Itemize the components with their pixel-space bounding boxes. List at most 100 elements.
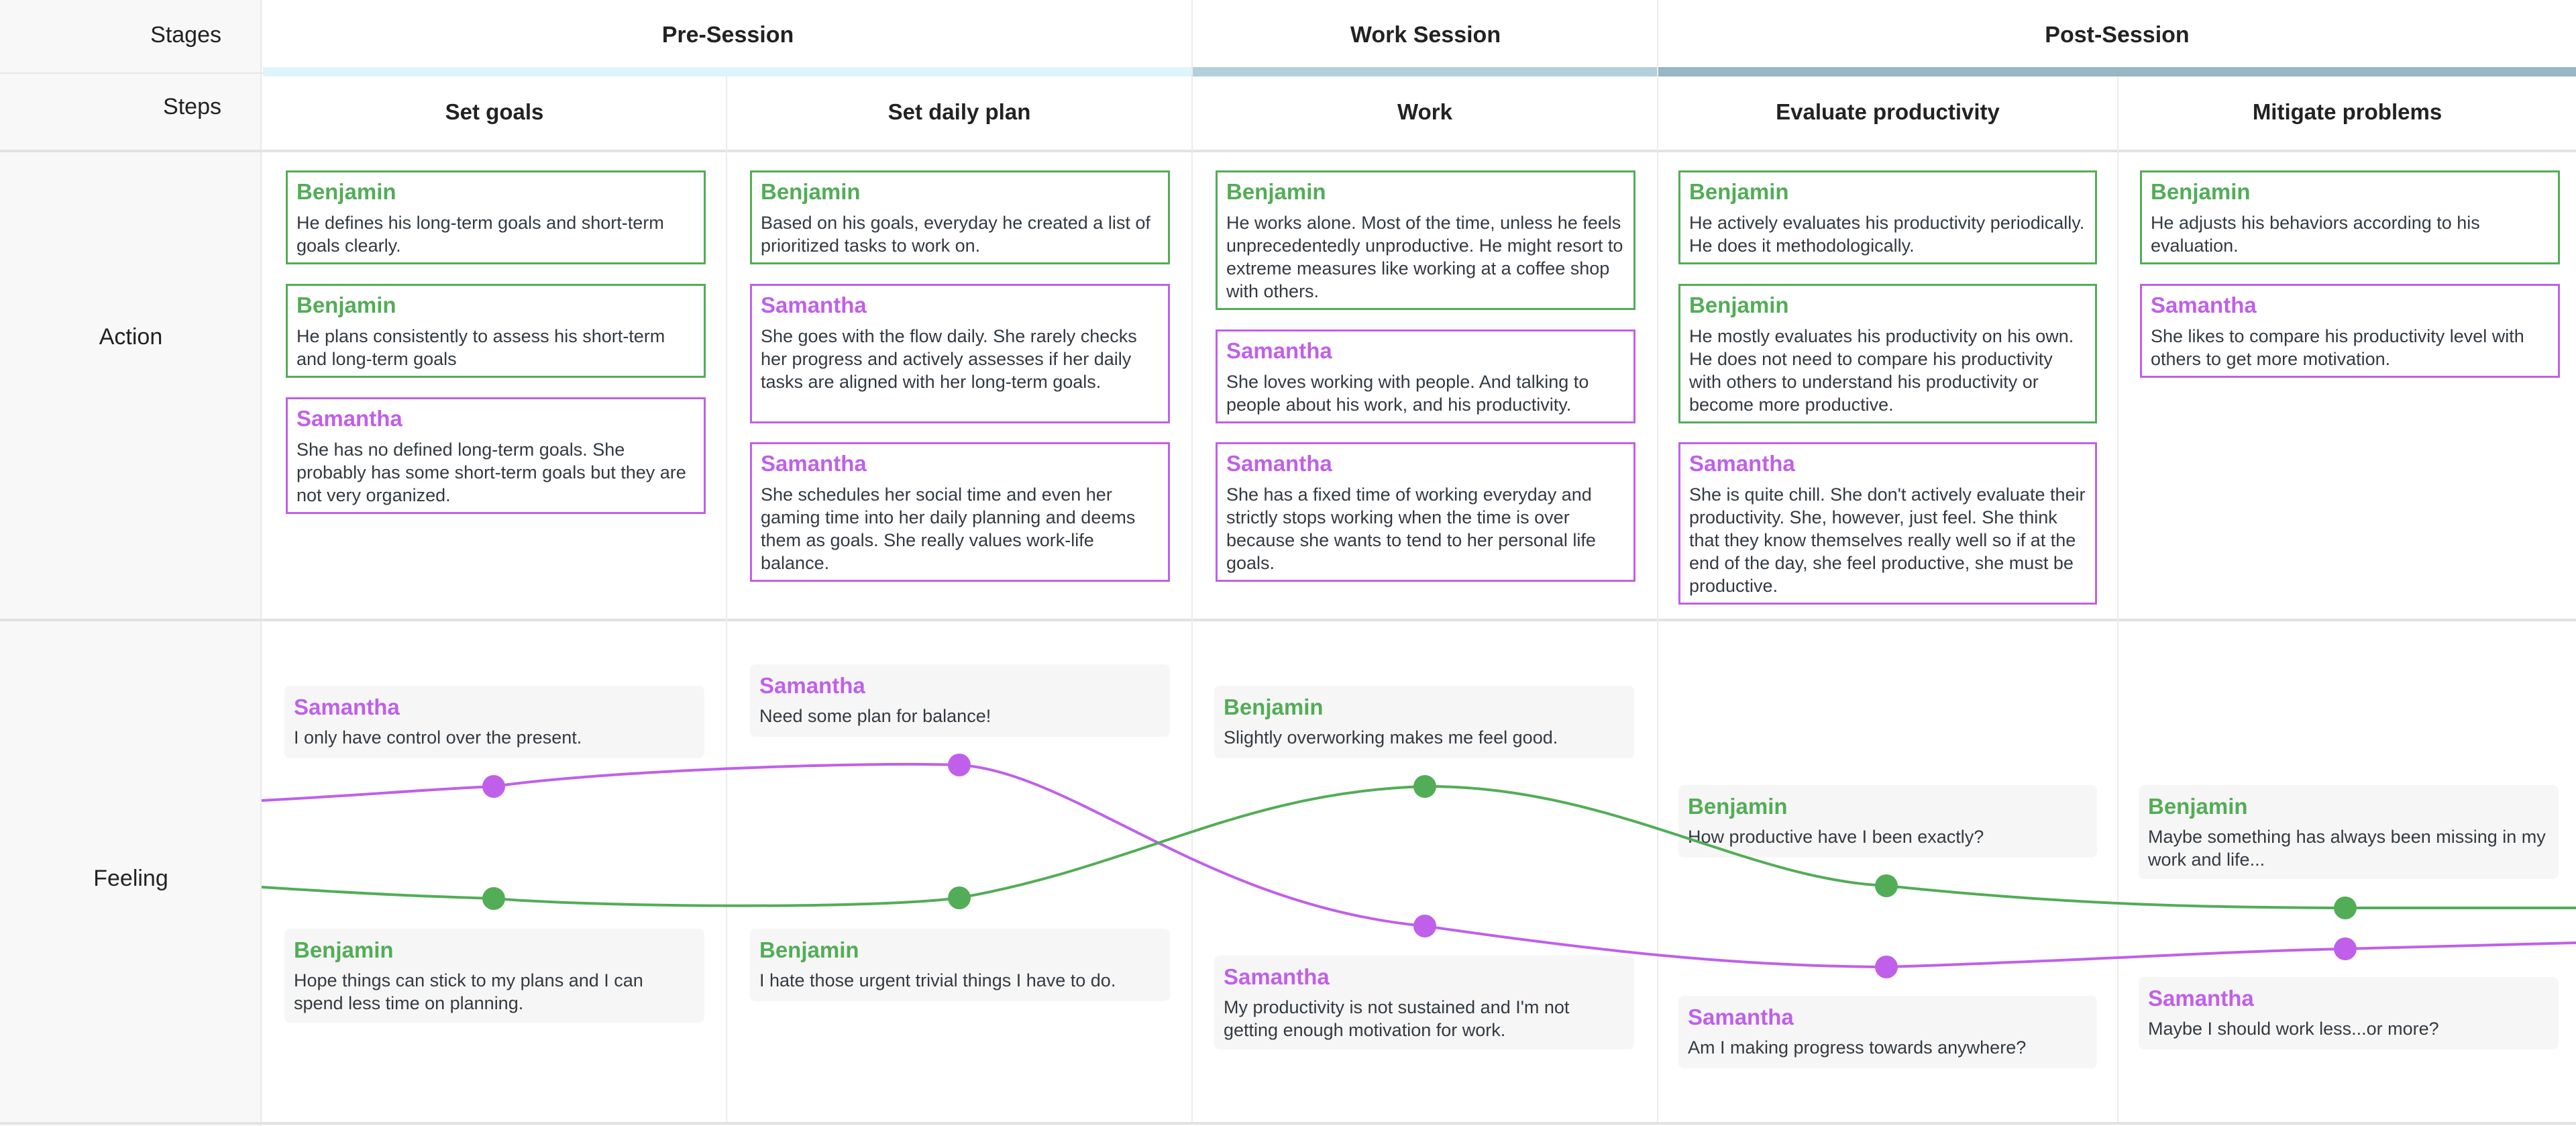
- action-card-benjamin: Benjamin He actively evaluates his produ…: [1678, 170, 2097, 264]
- feeling-quote: I only have control over the present.: [294, 727, 582, 748]
- stages-row-label: Stages: [150, 22, 221, 48]
- feeling-bubble-samantha: Samantha I only have control over the pr…: [284, 686, 704, 758]
- feeling-bubble-samantha: Samantha Maybe I should work less...or m…: [2139, 977, 2559, 1050]
- persona-name: Benjamin: [1688, 794, 1788, 819]
- action-text: He actively evaluates his productivity p…: [1689, 213, 2085, 256]
- action-card-samantha: Samantha She schedules her social time a…: [750, 442, 1170, 582]
- samantha-feeling-point: [2334, 937, 2357, 960]
- action-text: She loves working with people. And talki…: [1226, 372, 1589, 415]
- action-card-samantha: Samantha She is quite chill. She don't a…: [1678, 442, 2097, 605]
- steps-divider: [0, 150, 2576, 152]
- stage-post-session: Post-Session: [2045, 22, 2190, 48]
- feeling-quote: Need some plan for balance!: [759, 706, 991, 726]
- action-text: She goes with the flow daily. She rarely…: [761, 326, 1137, 392]
- bottom-divider: [0, 1122, 2576, 1125]
- samantha-feeling-point: [1413, 915, 1436, 937]
- action-text: He adjusts his behaviors according to hi…: [2151, 213, 2480, 256]
- benjamin-feeling-point: [482, 887, 505, 910]
- persona-name: Samantha: [1226, 451, 1332, 476]
- feeling-bubble-samantha: Samantha Need some plan for balance!: [750, 664, 1170, 737]
- action-text: He mostly evaluates his productivity on …: [1689, 326, 2074, 415]
- action-divider: [0, 619, 2576, 621]
- feeling-bubble-benjamin: Benjamin Slightly overworking makes me f…: [1214, 686, 1634, 758]
- feeling-quote: I hate those urgent trivial things I hav…: [759, 970, 1116, 990]
- action-card-samantha: Samantha She has a fixed time of working…: [1216, 442, 1635, 582]
- persona-name: Benjamin: [294, 937, 394, 962]
- benjamin-feeling-point: [948, 886, 971, 909]
- feeling-row-label: Feeling: [93, 866, 168, 891]
- step-work: Work: [1397, 99, 1452, 124]
- action-text: Based on his goals, everyday he created …: [761, 213, 1150, 256]
- feeling-bubble-samantha: Samantha Am I making progress towards an…: [1678, 996, 2097, 1068]
- action-card-samantha: Samantha She likes to compare his produc…: [2140, 284, 2560, 378]
- action-card-benjamin: Benjamin He adjusts his behaviors accord…: [2140, 170, 2560, 264]
- samantha-feeling-point: [482, 775, 505, 798]
- column-divider: [2117, 76, 2118, 1122]
- action-text: He plans consistently to assess his shor…: [297, 326, 665, 369]
- persona-name: Samantha: [759, 673, 865, 698]
- action-card-samantha: Samantha She loves working with people. …: [1216, 329, 1635, 423]
- stage-pre-session-bar: [263, 67, 1193, 76]
- feeling-bubble-benjamin: Benjamin How productive have I been exac…: [1678, 785, 2097, 858]
- action-card-benjamin: Benjamin Based on his goals, everyday he…: [750, 170, 1170, 264]
- persona-name: Samantha: [1688, 1005, 1794, 1029]
- action-card-samantha: Samantha She goes with the flow daily. S…: [750, 284, 1170, 423]
- action-card-benjamin: Benjamin He defines his long-term goals …: [286, 170, 706, 264]
- action-card-benjamin: Benjamin He mostly evaluates his product…: [1678, 284, 2097, 423]
- feeling-quote: Am I making progress towards anywhere?: [1688, 1037, 2027, 1058]
- persona-name: Samantha: [1689, 451, 1795, 476]
- persona-name: Benjamin: [2151, 179, 2251, 204]
- feeling-bubble-benjamin: Benjamin Maybe something has always been…: [2139, 785, 2559, 879]
- feeling-quote: Hope things can stick to my plans and I …: [294, 970, 643, 1013]
- benjamin-feeling-point: [1875, 874, 1898, 897]
- persona-name: Samantha: [1226, 338, 1332, 363]
- label-column: [0, 0, 262, 1126]
- persona-name: Benjamin: [1689, 293, 1789, 317]
- feeling-bubble-benjamin: Benjamin Hope things can stick to my pla…: [284, 929, 704, 1023]
- persona-name: Samantha: [297, 406, 402, 431]
- persona-name: Benjamin: [1689, 179, 1789, 204]
- samantha-feeling-point: [948, 754, 971, 776]
- persona-name: Benjamin: [297, 179, 396, 204]
- persona-name: Samantha: [761, 293, 867, 317]
- persona-name: Benjamin: [297, 293, 396, 317]
- feeling-quote: My productivity is not sustained and I'm…: [1224, 997, 1570, 1040]
- step-set-daily-plan: Set daily plan: [888, 99, 1031, 124]
- action-card-benjamin: Benjamin He plans consistently to assess…: [286, 284, 706, 378]
- stages-divider: [0, 72, 263, 74]
- action-text: He defines his long-term goals and short…: [297, 213, 664, 256]
- action-text: She schedules her social time and even h…: [761, 484, 1136, 573]
- persona-name: Samantha: [761, 451, 867, 476]
- persona-name: Benjamin: [759, 937, 859, 962]
- action-text: She likes to compare his productivity le…: [2151, 326, 2524, 369]
- benjamin-feeling-point: [1413, 775, 1436, 798]
- persona-name: Samantha: [2148, 986, 2254, 1011]
- column-divider: [1657, 0, 1658, 1122]
- feeling-bubble-samantha: Samantha My productivity is not sustaine…: [1214, 956, 1634, 1050]
- action-row-label: Action: [99, 324, 163, 350]
- persona-name: Samantha: [1224, 964, 1330, 989]
- persona-name: Benjamin: [1224, 695, 1324, 719]
- action-text: She has no defined long-term goals. She …: [297, 440, 686, 505]
- action-text: He works alone. Most of the time, unless…: [1226, 213, 1623, 301]
- benjamin-feeling-point: [2334, 897, 2357, 919]
- samantha-feeling-point: [1875, 956, 1898, 978]
- persona-name: Samantha: [2151, 293, 2257, 317]
- stage-work-session-bar: [1193, 67, 1658, 76]
- step-set-goals: Set goals: [445, 99, 544, 124]
- persona-name: Samantha: [294, 695, 400, 719]
- stage-post-session-bar: [1658, 67, 2576, 76]
- step-evaluate-productivity: Evaluate productivity: [1776, 99, 2000, 124]
- feeling-quote: Slightly overworking makes me feel good.: [1224, 727, 1558, 748]
- feeling-quote: How productive have I been exactly?: [1688, 827, 1984, 847]
- column-divider: [726, 76, 727, 1122]
- action-text: She is quite chill. She don't actively e…: [1689, 484, 2086, 596]
- persona-name: Benjamin: [1226, 179, 1326, 204]
- step-mitigate-problems: Mitigate problems: [2252, 99, 2443, 124]
- column-divider: [1191, 0, 1193, 1122]
- feeling-bubble-benjamin: Benjamin I hate those urgent trivial thi…: [750, 929, 1170, 1001]
- benjamin-feeling-line: [261, 784, 2576, 910]
- stage-work-session: Work Session: [1350, 22, 1501, 48]
- action-card-benjamin: Benjamin He works alone. Most of the tim…: [1216, 170, 1635, 310]
